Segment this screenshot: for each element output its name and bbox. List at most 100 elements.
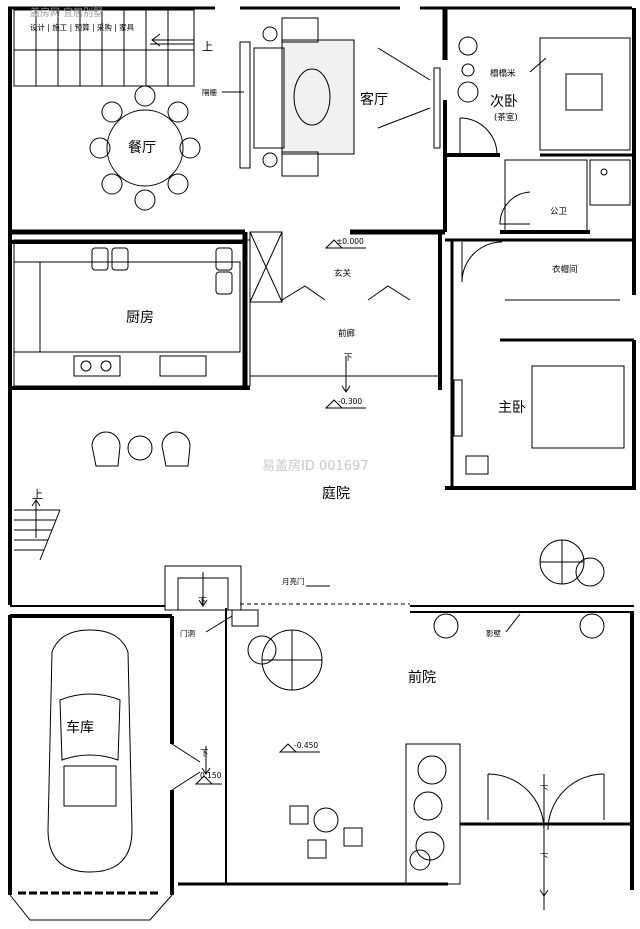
label-second-bed-sub: (茶室) bbox=[494, 112, 518, 123]
tatami-platform bbox=[539, 37, 631, 151]
kitchen-stool-4 bbox=[215, 271, 233, 295]
note-moon-gate: 月亮门 bbox=[282, 576, 305, 586]
living-rug bbox=[281, 39, 355, 155]
courtyard-chair bbox=[161, 431, 191, 467]
watermark-corner-sub: 设计 | 施工 | 预算 | 采购 | 家具 bbox=[30, 22, 135, 32]
note-up-stair-left: 上 bbox=[32, 488, 43, 501]
master-bed bbox=[531, 365, 625, 449]
tree-courtyard bbox=[539, 539, 605, 587]
elev-garage: 0.150 bbox=[200, 771, 222, 780]
elev-mark-corridor bbox=[324, 399, 366, 409]
living-tv-view bbox=[377, 47, 431, 81]
label-courtyard: 庭院 bbox=[322, 485, 350, 502]
car-windshield bbox=[59, 693, 121, 761]
living-window bbox=[433, 67, 441, 149]
side-table bbox=[262, 26, 278, 42]
shrubs-screen-wall bbox=[433, 613, 605, 639]
note-screen-wall: 影壁 bbox=[486, 628, 501, 638]
tea-seat bbox=[457, 81, 479, 103]
burner-1 bbox=[80, 360, 92, 372]
coffee-table bbox=[293, 68, 331, 126]
kitchen-island bbox=[39, 261, 241, 353]
shrubs-planter bbox=[409, 755, 447, 871]
arrow-up-stair bbox=[151, 33, 194, 47]
yard-table bbox=[313, 807, 339, 833]
dining-chair bbox=[167, 101, 189, 123]
elev-mark-frontyard bbox=[278, 743, 320, 753]
main-gate-right[interactable] bbox=[547, 773, 605, 831]
label-tatami: 榻榻米 bbox=[490, 68, 516, 79]
label-master-bed: 主卧 bbox=[498, 400, 526, 416]
kitchen-stove bbox=[73, 355, 121, 377]
label-second-bed: 次卧 bbox=[490, 94, 518, 110]
elev-corridor: -0.300 bbox=[338, 397, 362, 406]
elev-entrance: ±0.000 bbox=[336, 237, 364, 246]
living-tv-view bbox=[377, 107, 431, 129]
door-hole-pillar bbox=[231, 609, 259, 627]
tea-table bbox=[565, 73, 603, 111]
label-kitchen: 厨房 bbox=[126, 310, 154, 326]
label-garage: 车库 bbox=[66, 719, 94, 736]
yard-chair bbox=[343, 827, 363, 847]
door-entrance-right[interactable] bbox=[367, 285, 411, 301]
dining-table bbox=[106, 109, 184, 187]
living-sofa bbox=[253, 47, 285, 149]
elev-front-yard: -0.450 bbox=[294, 741, 318, 750]
note-down-gate: 下 bbox=[198, 597, 207, 607]
courtyard-table bbox=[127, 435, 153, 461]
door-closet[interactable] bbox=[461, 241, 503, 283]
label-entrance: 玄关 bbox=[334, 268, 352, 279]
yard-chair bbox=[307, 839, 327, 859]
label-toilet: 公卫 bbox=[550, 207, 568, 217]
car-roof bbox=[63, 765, 117, 807]
dining-chair bbox=[134, 189, 156, 211]
master-desk bbox=[465, 455, 489, 475]
label-front-yard: 前院 bbox=[408, 669, 436, 686]
note-door-hole: 门洞 bbox=[180, 629, 195, 638]
watermark-center: 易盖房ID 001697 bbox=[262, 458, 369, 474]
arrow-down-corridor bbox=[341, 356, 351, 393]
living-partition bbox=[239, 41, 251, 169]
yard-chair bbox=[289, 805, 309, 825]
stairs-left bbox=[14, 509, 61, 561]
shower-drain bbox=[600, 168, 608, 176]
kitchen-counter-left bbox=[13, 261, 41, 353]
dining-chair bbox=[167, 173, 189, 195]
toilet-shower bbox=[589, 159, 631, 206]
side-table bbox=[262, 152, 278, 168]
note-partition: 隔栅 bbox=[202, 87, 217, 97]
arrow-down-garage bbox=[201, 746, 211, 775]
arrow-up-left-stair bbox=[31, 499, 41, 538]
leader-screen-wall bbox=[505, 613, 521, 633]
kitchen-stool-1 bbox=[91, 247, 109, 271]
note-down-corridor: 下 bbox=[344, 353, 353, 363]
watermark-corner: 盖房网 宜居别墅 bbox=[30, 6, 103, 19]
leader-tatami bbox=[529, 57, 547, 73]
dining-chair bbox=[101, 101, 123, 123]
courtyard-chair bbox=[91, 431, 121, 467]
elev-mark-entrance bbox=[324, 239, 366, 249]
note-down-gate-main-2: 下 bbox=[540, 853, 549, 863]
kitchen-stool-2 bbox=[111, 247, 129, 271]
arrow-down-gate-main bbox=[539, 860, 549, 897]
dining-chair bbox=[134, 85, 156, 107]
main-gate-left[interactable] bbox=[487, 773, 545, 831]
note-down-garage: 下 bbox=[200, 749, 209, 759]
dining-chair bbox=[101, 173, 123, 195]
door-garage[interactable] bbox=[171, 743, 201, 791]
door-entrance-left[interactable] bbox=[281, 285, 326, 301]
arrow-down-gate bbox=[198, 572, 208, 607]
label-closet: 衣帽间 bbox=[552, 264, 578, 275]
tea-seat bbox=[458, 36, 478, 56]
door-toilet[interactable] bbox=[499, 191, 531, 225]
stairs-top bbox=[13, 9, 195, 87]
kitchen-stool-3 bbox=[215, 247, 233, 271]
leader-door-hole bbox=[205, 615, 233, 633]
living-armchair bbox=[281, 17, 319, 43]
planter-box bbox=[405, 743, 461, 885]
door-secondbed[interactable] bbox=[459, 117, 498, 156]
toilet-room bbox=[504, 159, 588, 233]
tea-seat bbox=[461, 63, 475, 77]
dining-chair bbox=[179, 137, 201, 159]
